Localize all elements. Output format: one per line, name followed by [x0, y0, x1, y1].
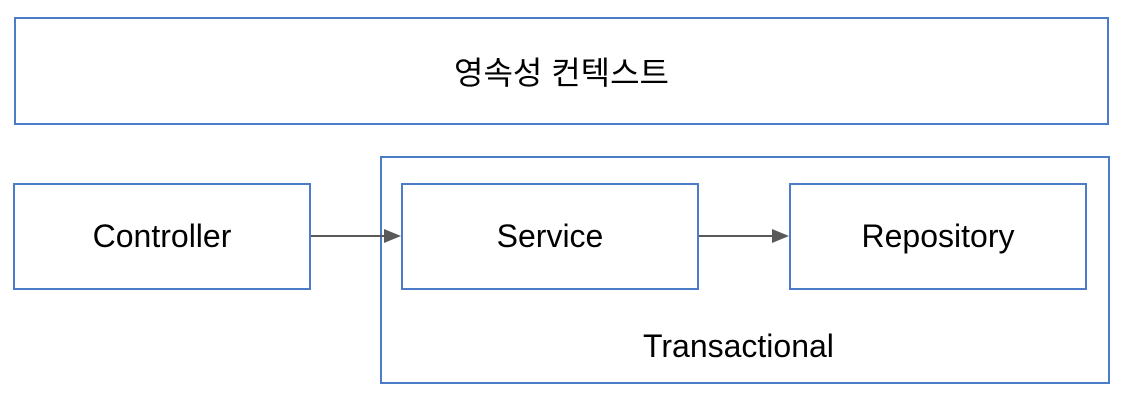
repository-label: Repository [861, 218, 1015, 254]
transactional-label: Transactional [643, 328, 834, 364]
controller-box: Controller [13, 183, 311, 290]
repository-box: Repository [789, 183, 1087, 290]
service-label: Service [496, 218, 604, 254]
persistence-context-label: 영속성 컨텍스트 [454, 55, 669, 91]
controller-label: Controller [92, 218, 232, 254]
service-box: Service [401, 183, 699, 290]
persistence-context-box: 영속성 컨텍스트 [14, 17, 1109, 125]
